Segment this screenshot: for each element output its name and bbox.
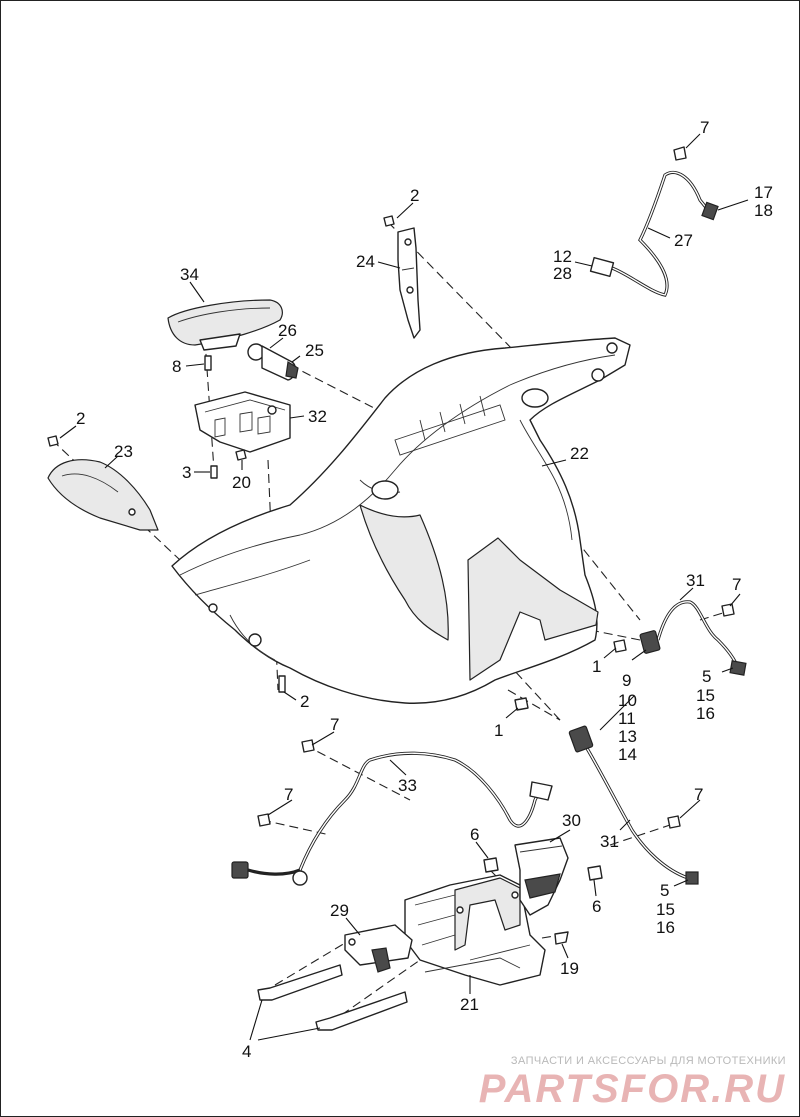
callout-5-lower: 5 bbox=[660, 881, 669, 900]
callout-6-left: 6 bbox=[470, 825, 479, 844]
callout-22: 22 bbox=[570, 444, 589, 463]
callout-7-left-lower: 7 bbox=[284, 785, 293, 804]
callout-7-mid: 7 bbox=[330, 715, 339, 734]
callout-7-top: 7 bbox=[700, 118, 709, 137]
callout-31-upper: 31 bbox=[686, 571, 705, 590]
side-panel-23 bbox=[47, 459, 159, 531]
callout-2-upper: 2 bbox=[410, 186, 419, 205]
harness-31-upper bbox=[639, 600, 747, 676]
harness-27 bbox=[589, 146, 719, 297]
callout-19: 19 bbox=[560, 959, 579, 978]
bracket-24 bbox=[397, 227, 421, 339]
callout-33: 33 bbox=[398, 776, 417, 795]
callout-12: 12 bbox=[553, 247, 572, 266]
callout-15-upper: 15 bbox=[696, 686, 715, 705]
callout-26: 26 bbox=[278, 321, 297, 340]
callout-29: 29 bbox=[330, 901, 349, 920]
callout-8: 8 bbox=[172, 357, 181, 376]
callout-2-bottom: 2 bbox=[300, 692, 309, 711]
callout-9: 9 bbox=[622, 671, 631, 690]
callout-21: 21 bbox=[460, 995, 479, 1014]
callout-28: 28 bbox=[553, 264, 572, 283]
callout-34: 34 bbox=[180, 265, 199, 284]
mount-bracket-21 bbox=[404, 874, 546, 986]
harness-31-lower bbox=[568, 725, 699, 885]
fasteners bbox=[47, 215, 627, 1031]
actuator-25-26 bbox=[247, 343, 299, 381]
callout-4: 4 bbox=[242, 1042, 251, 1061]
callout-17: 17 bbox=[754, 183, 773, 202]
callout-18: 18 bbox=[754, 201, 773, 220]
callout-25: 25 bbox=[305, 341, 324, 360]
callout-3: 3 bbox=[182, 463, 191, 482]
callout-16-upper: 16 bbox=[696, 704, 715, 723]
callout-31-lower: 31 bbox=[600, 832, 619, 851]
callout-20: 20 bbox=[232, 473, 251, 492]
callout-16-lower: 16 bbox=[656, 918, 675, 937]
callout-15-lower: 15 bbox=[656, 900, 675, 919]
callout-32: 32 bbox=[308, 407, 327, 426]
callout-23: 23 bbox=[114, 442, 133, 461]
leader-lines bbox=[59, 133, 749, 1041]
callout-10: 10 bbox=[618, 691, 637, 710]
callout-2-left: 2 bbox=[76, 409, 85, 428]
callout-labels: 7 17 18 2 24 27 12 28 34 26 25 8 32 2 23… bbox=[76, 118, 773, 1061]
callout-27: 27 bbox=[674, 231, 693, 250]
outer-fairing-22 bbox=[171, 337, 631, 704]
callout-30: 30 bbox=[562, 811, 581, 830]
latch-assembly-32 bbox=[194, 391, 291, 461]
watermark: ЗАПЧАСТИ И АКСЕССУАРЫ ДЛЯ МОТОТЕХНИКИ PA… bbox=[479, 1055, 786, 1111]
callout-1-center: 1 bbox=[494, 721, 503, 740]
bracket-29 bbox=[344, 924, 413, 973]
pocket-lid-34 bbox=[167, 299, 283, 351]
callout-7-right-upper: 7 bbox=[732, 575, 741, 594]
callout-5-upper: 5 bbox=[702, 667, 711, 686]
harness-33 bbox=[231, 739, 553, 886]
callout-11: 11 bbox=[618, 709, 636, 728]
callout-1-right: 1 bbox=[592, 657, 601, 676]
callout-13: 13 bbox=[618, 727, 637, 746]
watermark-logo: PARTSFOR.RU bbox=[478, 1067, 786, 1111]
callout-7-right-lower: 7 bbox=[694, 785, 703, 804]
bracket-30 bbox=[514, 837, 569, 916]
callout-14: 14 bbox=[618, 745, 637, 764]
callout-6-right: 6 bbox=[592, 897, 601, 916]
watermark-caption: ЗАПЧАСТИ И АКСЕССУАРЫ ДЛЯ МОТОТЕХНИКИ bbox=[510, 1055, 786, 1067]
callout-24: 24 bbox=[356, 252, 375, 271]
